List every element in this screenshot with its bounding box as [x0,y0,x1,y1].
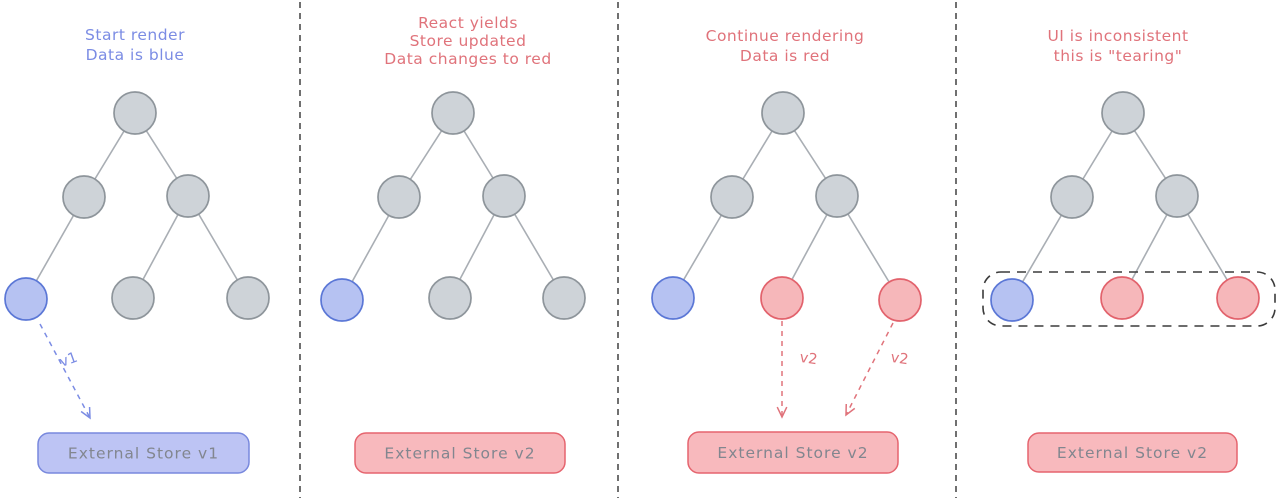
panel-title-line: React yields [418,14,518,32]
tree-node-gray [710,175,754,219]
tearing-highlight-box [982,271,1276,327]
panel-title-line: Start render [85,26,185,44]
tree-node-gray [431,91,475,135]
tree-node-blue [320,278,364,322]
panel-title-line: UI is inconsistent [1047,27,1188,45]
panel-title-line: Data is blue [86,46,185,64]
tree-node-gray [542,276,586,320]
arrowhead-icon [776,406,788,419]
external-store-box-red [687,431,899,474]
tree-node-blue [4,277,48,321]
tree-node-gray [377,175,421,219]
external-store-box-blue [37,432,250,474]
tree-node-gray [1155,174,1199,218]
panel-title-line: Data changes to red [384,50,551,68]
panel-title-line: this is "tearing" [1054,47,1183,65]
tree-node-gray [113,91,157,135]
tree-node-gray [761,91,805,135]
version-arrow [39,323,91,419]
panel-title-line: Continue rendering [706,27,865,45]
panel-title-line: Data is red [740,47,830,65]
external-store-box-red [1027,432,1238,473]
tree-node-gray [226,276,270,320]
tree-node-gray [428,276,472,320]
version-arrow [845,322,894,416]
tree-node-gray [111,276,155,320]
panel-title-line: Store updated [410,32,527,50]
tree-node-gray [815,174,859,218]
external-store-label: External Store v1 [68,445,219,463]
tree-node-blue [651,276,695,320]
version-arrow-label: v2 [890,350,910,368]
tree-node-gray [166,174,210,218]
arrowhead-icon [845,403,856,417]
external-store-box-red [354,432,566,474]
tree-node-red [1216,276,1260,320]
panel-ui-inconsistent: UI is inconsistent this is "tearing" Exter… [982,27,1276,473]
tree-node-blue [990,278,1034,322]
external-store-label: External Store v2 [717,444,868,462]
arrowhead-icon [80,406,91,420]
tree-node-red [1100,276,1144,320]
version-arrow-label: v1 [58,350,80,371]
external-store-label: External Store v2 [384,445,535,463]
tree-node-gray [1050,175,1094,219]
external-store-label: External Store v2 [1057,444,1208,462]
version-arrow-label: v2 [799,350,819,368]
tree-node-gray [62,175,106,219]
tree-node-gray [1101,91,1145,135]
tree-node-red [878,278,922,322]
tree-node-red [760,276,804,320]
tree-node-gray [482,174,526,218]
